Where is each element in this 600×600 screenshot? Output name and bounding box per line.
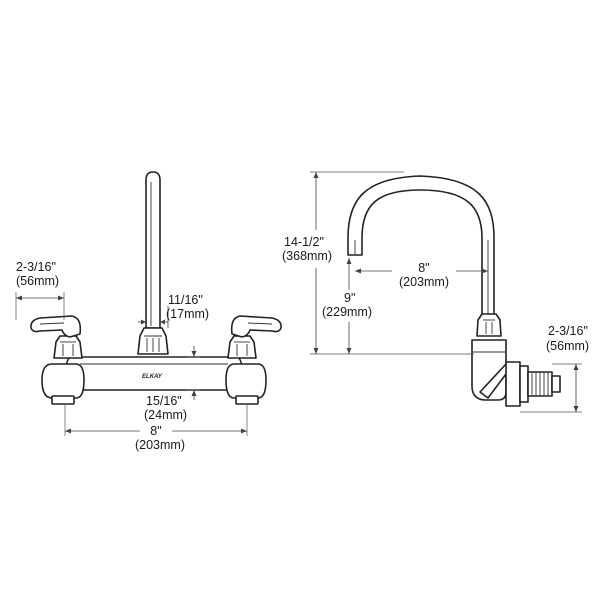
- dim-handle-width: 2-3/16" (56mm): [15, 260, 65, 320]
- dim-centers: 8" (203mm): [64, 404, 248, 452]
- dim-wall-offset-imperial: 2-3/16": [548, 324, 588, 338]
- dim-spout-base: 11/16" (17mm): [138, 293, 209, 328]
- dim-body-height-imperial: 15/16": [146, 394, 182, 408]
- dim-body-height-metric: (24mm): [144, 408, 187, 422]
- side-view: 14-1/2" (368mm) 8" (203mm) 9" (229mm) 2-…: [282, 171, 589, 413]
- front-view: ELKAY 2-3/16" (56mm): [15, 171, 282, 452]
- dim-spout-height-metric: (229mm): [322, 305, 372, 319]
- dim-spout-reach-metric: (203mm): [399, 275, 449, 289]
- dim-handle-width-imperial: 2-3/16": [16, 260, 56, 274]
- dim-overall-height: 14-1/2" (368mm): [282, 171, 474, 355]
- dim-spout-reach-imperial: 8": [418, 261, 429, 275]
- dim-overall-height-imperial: 14-1/2": [284, 235, 324, 249]
- dim-centers-metric: (203mm): [135, 438, 185, 452]
- dim-wall-offset-metric: (56mm): [546, 339, 589, 353]
- dim-wall-offset: 2-3/16" (56mm): [520, 324, 589, 413]
- dim-spout-base-imperial: 11/16": [168, 293, 203, 307]
- left-wall-flange: [41, 363, 85, 399]
- dim-spout-reach: 8" (203mm): [355, 261, 488, 289]
- right-valve-bonnet: [227, 335, 257, 359]
- right-wall-flange: [225, 363, 267, 399]
- left-valve-bonnet: [53, 335, 83, 359]
- side-spout-nut: [476, 313, 502, 337]
- dim-spout-height-imperial: 9": [344, 291, 355, 305]
- side-wall-connection: [505, 361, 521, 407]
- brand-mark: ELKAY: [142, 374, 163, 380]
- dim-handle-width-metric: (56mm): [16, 274, 59, 288]
- dim-spout-base-metric: (17mm): [166, 307, 209, 321]
- spout-riser: [145, 171, 161, 329]
- dim-overall-height-metric: (368mm): [282, 249, 332, 263]
- left-lever-handle: [30, 315, 82, 338]
- dim-body-height: 15/16" (24mm): [144, 346, 200, 422]
- right-lever-handle: [230, 315, 282, 338]
- dim-centers-imperial: 8": [150, 424, 161, 438]
- gooseneck-spout: [347, 175, 495, 319]
- dim-spout-height: 9" (229mm): [322, 258, 372, 354]
